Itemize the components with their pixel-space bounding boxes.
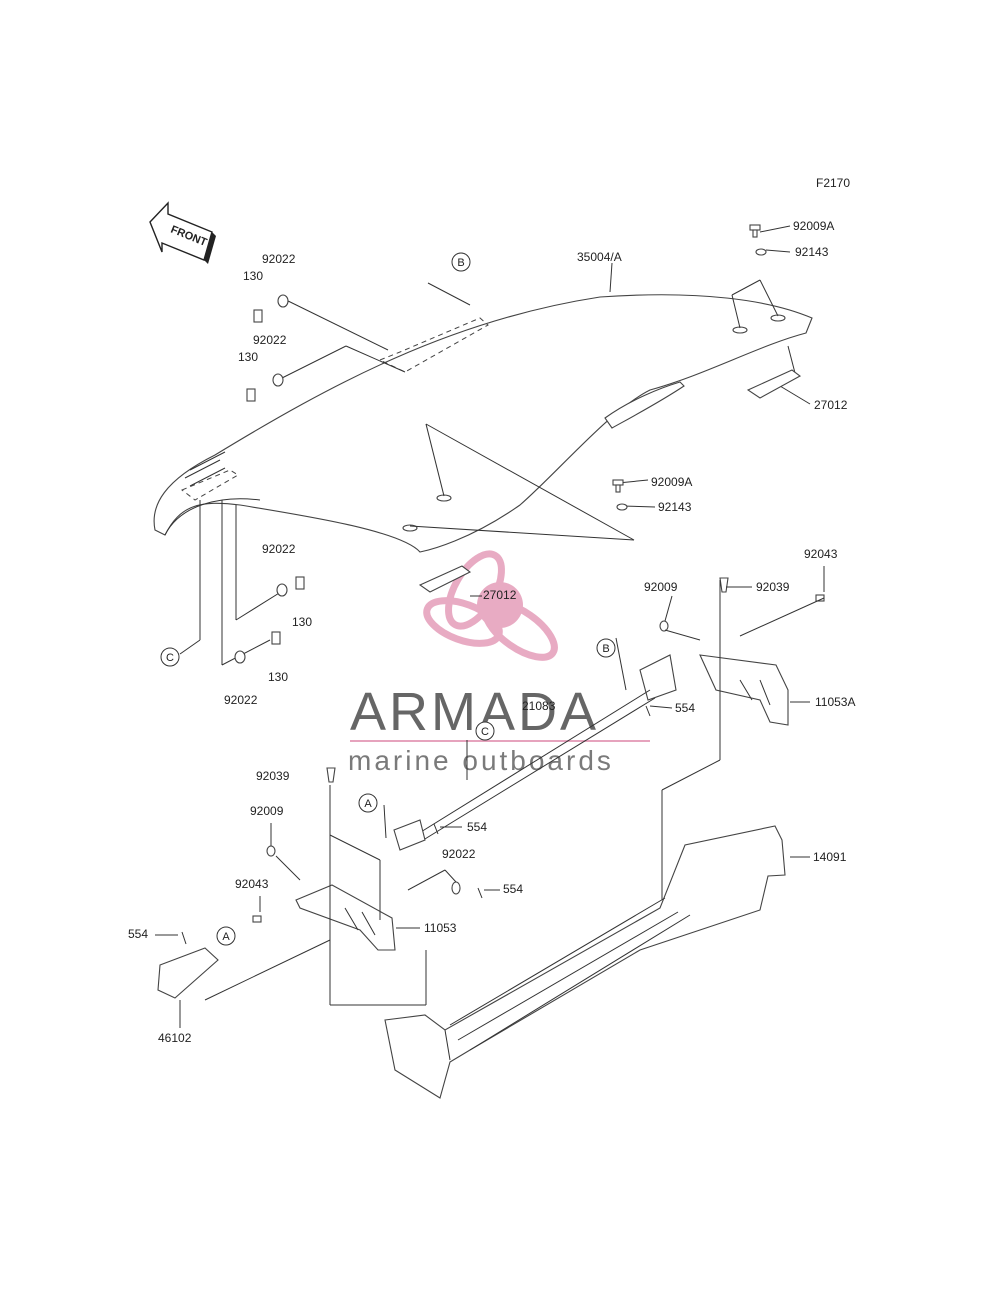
fastener-icons xyxy=(234,224,802,664)
part-label-130-1: 130 xyxy=(243,269,263,283)
part-label-554-3: 554 xyxy=(503,882,523,896)
callout-a-left: A xyxy=(216,926,236,946)
part-label-554-2: 554 xyxy=(467,820,487,834)
armada-propeller-logo xyxy=(423,550,558,661)
callout-a-mid: A xyxy=(358,793,378,813)
callout-b-top: B xyxy=(451,252,471,272)
bracket-assembly xyxy=(181,577,825,951)
part-label-554-1: 554 xyxy=(675,701,695,715)
callout-c-left: C xyxy=(160,647,180,667)
callout-b-mid: B xyxy=(596,638,616,658)
part-label-92143-top: 92143 xyxy=(795,245,829,259)
part-label-92043-right: 92043 xyxy=(804,547,838,561)
watermark-title: ARMADA xyxy=(350,682,599,742)
part-label-92022-2: 92022 xyxy=(253,333,287,347)
part-label-92022-3: 92022 xyxy=(262,542,296,556)
svg-text:A: A xyxy=(222,931,230,943)
svg-text:A: A xyxy=(364,798,372,810)
front-arrow-icon: FRONT xyxy=(149,201,216,264)
svg-text:B: B xyxy=(457,257,464,269)
seat-cover-part xyxy=(153,294,813,553)
part-label-92039-left: 92039 xyxy=(256,769,290,783)
part-label-92143-mid: 92143 xyxy=(658,500,692,514)
part-label-92022-5: 92022 xyxy=(442,847,476,861)
part-label-92022-4: 92022 xyxy=(224,693,258,707)
pin-wire-part xyxy=(157,947,219,999)
part-label-92009-right: 92009 xyxy=(644,580,678,594)
part-label-11053: 11053 xyxy=(424,921,457,935)
part-label-14091: 14091 xyxy=(813,850,847,864)
callout-c-mid: C xyxy=(475,721,495,741)
part-label-92009a-top: 92009A xyxy=(793,219,834,233)
watermark-subtitle: marine outboards xyxy=(348,745,614,776)
svg-text:C: C xyxy=(166,652,174,664)
part-label-130-2: 130 xyxy=(238,350,258,364)
bracket-leaders xyxy=(155,566,825,1028)
part-label-92039-right: 92039 xyxy=(756,580,790,594)
part-label-554-4: 554 xyxy=(128,927,148,941)
part-label-92043-left: 92043 xyxy=(235,877,269,891)
part-label-35004a: 35004/A xyxy=(577,250,622,264)
part-label-21083: 21083 xyxy=(522,699,556,713)
part-label-27012-mid: 27012 xyxy=(483,588,517,602)
leader-lines xyxy=(179,225,811,666)
svg-text:C: C xyxy=(481,726,489,738)
svg-text:B: B xyxy=(602,643,609,655)
part-label-130-4: 130 xyxy=(268,670,288,684)
part-label-11053a: 11053A xyxy=(815,695,855,709)
storage-tray-part xyxy=(384,825,786,1099)
part-label-130-3: 130 xyxy=(292,615,312,629)
figure-code: F2170 xyxy=(816,176,850,190)
part-label-92022-1: 92022 xyxy=(262,252,296,266)
part-label-27012-right: 27012 xyxy=(814,398,848,412)
part-label-92009a-mid: 92009A xyxy=(651,475,692,489)
part-label-92009-left: 92009 xyxy=(250,804,284,818)
part-label-46102: 46102 xyxy=(158,1031,192,1045)
